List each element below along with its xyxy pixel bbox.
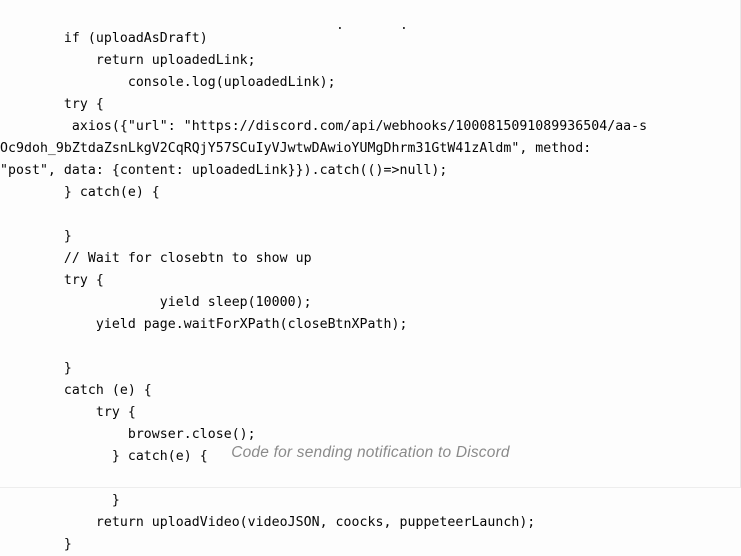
code-line: browser.close();: [0, 427, 256, 442]
code-line: return uploadedLink;: [0, 53, 256, 68]
code-line: try {: [0, 97, 104, 112]
code-line: console.log(uploadedLink);: [0, 75, 336, 90]
code-line: }: [0, 493, 120, 508]
code-line: "post", data: {content: uploadedLink}}).…: [0, 163, 448, 178]
stray-period-mark-1: .: [336, 18, 344, 33]
code-line: [0, 204, 741, 226]
figure-caption: Code for sending notification to Discord: [231, 444, 510, 461]
code-line: // Wait for closebtn to show up: [0, 251, 312, 266]
code-line: yield page.waitForXPath(closeBtnXPath);: [0, 317, 408, 332]
stray-marks-row: . .: [0, 18, 741, 33]
code-listing: if (uploadAsDraft) return uploadedLink; …: [0, 28, 741, 556]
code-line: [0, 336, 741, 358]
code-line: [0, 468, 741, 490]
code-line: try {: [0, 405, 136, 420]
code-line: } catch(e) {: [0, 449, 208, 464]
code-line: try {: [0, 273, 104, 288]
code-line: if (uploadAsDraft): [0, 31, 208, 46]
code-line: } catch(e) {: [0, 185, 160, 200]
code-line: Oc9doh_9bZtdaZsnLkgV2CqRQjY57SCuIyVJwtwD…: [0, 141, 592, 156]
code-line: axios({"url": "https://discord.com/api/w…: [0, 119, 648, 134]
code-line: catch (e) {: [0, 383, 152, 398]
code-listing-body: if (uploadAsDraft) return uploadedLink; …: [0, 28, 741, 556]
code-line: return uploadVideo(videoJSON, coocks, pu…: [0, 515, 536, 530]
code-line: yield sleep(10000);: [0, 295, 312, 310]
code-line: }: [0, 537, 72, 552]
code-line: }: [0, 229, 72, 244]
code-line: }: [0, 361, 72, 376]
stray-period-mark-2: .: [400, 18, 408, 33]
